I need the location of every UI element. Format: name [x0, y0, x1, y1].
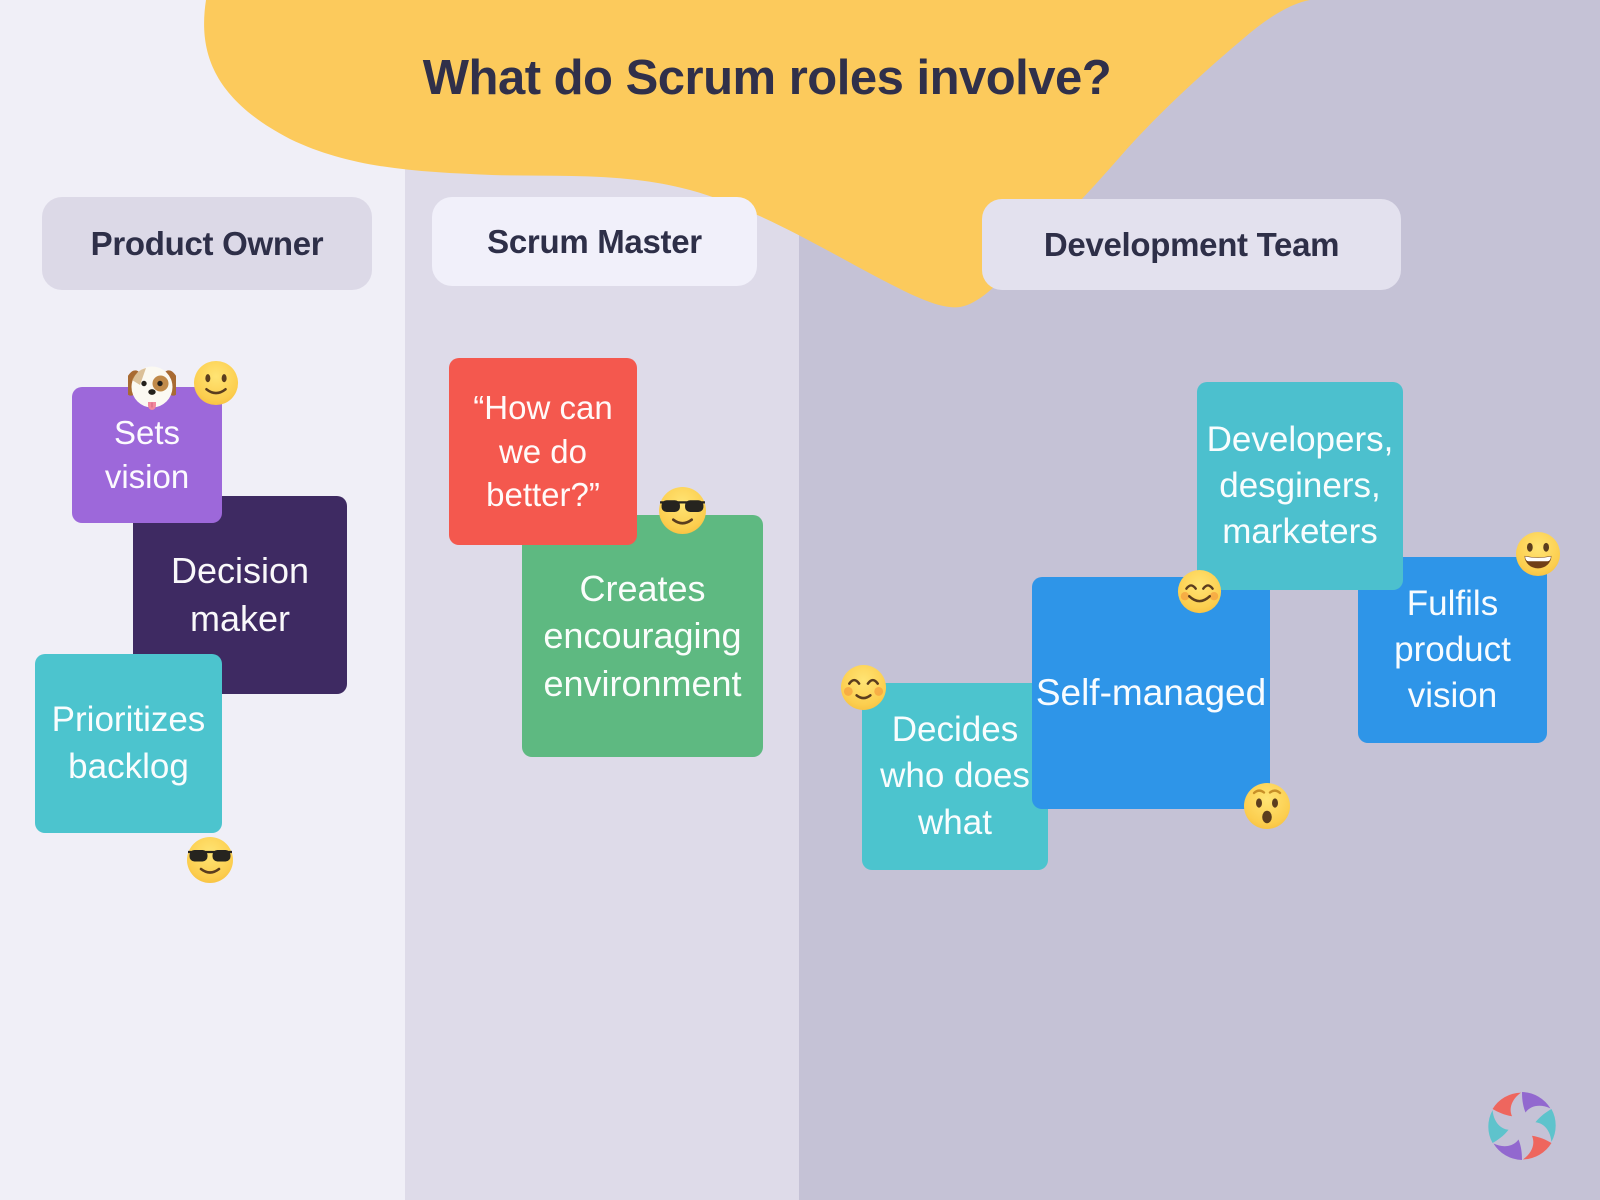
sticky-note-how-can-we-do-better: “How can we do better?”	[449, 358, 637, 545]
column-header-development-team: Development Team	[982, 199, 1401, 290]
sunglasses-emoji-icon	[659, 487, 706, 534]
dog-face-emoji-icon	[128, 366, 176, 410]
slightly-smiling-face-emoji-icon	[193, 360, 239, 406]
note-text: Creates encouraging environment	[543, 567, 742, 704]
column-header-label: Scrum Master	[487, 222, 702, 260]
note-text: Developers, desginers, marketers	[1206, 419, 1394, 552]
smiling-face-with-smiling-eyes-emoji-icon	[1177, 569, 1222, 614]
sticky-note-prioritizes-backlog: Prioritizes backlog	[35, 654, 222, 833]
page-title: What do Scrum roles involve?	[422, 51, 1112, 105]
note-text: “How can we do better?”	[473, 389, 613, 514]
note-text: Decides who does what	[880, 710, 1030, 842]
column-header-label: Development Team	[1043, 225, 1340, 263]
sticky-note-decides-who-does-what: Decides who does what	[862, 683, 1048, 870]
grinning-face-emoji-icon	[1515, 531, 1561, 577]
hushed-face-emoji-icon	[1244, 783, 1290, 829]
column-header-label: Product Owner	[90, 224, 324, 262]
smiling-face-emoji-icon	[840, 664, 887, 711]
note-text: Self-managed	[1035, 671, 1267, 713]
sticky-note-developers-designers-marketers: Developers, desginers, marketers	[1197, 382, 1403, 590]
column-header-product-owner: Product Owner	[42, 197, 372, 290]
note-text: Fulfils product vision	[1394, 583, 1511, 716]
sticky-note-creates-encouraging-environment: Creates encouraging environment	[522, 515, 763, 757]
note-text: Decision maker	[170, 550, 310, 639]
note-text: Sets vision	[104, 414, 190, 495]
column-header-scrum-master: Scrum Master	[432, 197, 757, 286]
note-text: Prioritizes backlog	[51, 700, 206, 786]
sticky-note-sets-vision: Sets vision	[72, 387, 222, 523]
sticky-note-self-managed: Self-managed	[1032, 577, 1270, 809]
pinwheel-logo-icon	[1486, 1090, 1558, 1162]
sunglasses-emoji-icon	[187, 837, 233, 883]
